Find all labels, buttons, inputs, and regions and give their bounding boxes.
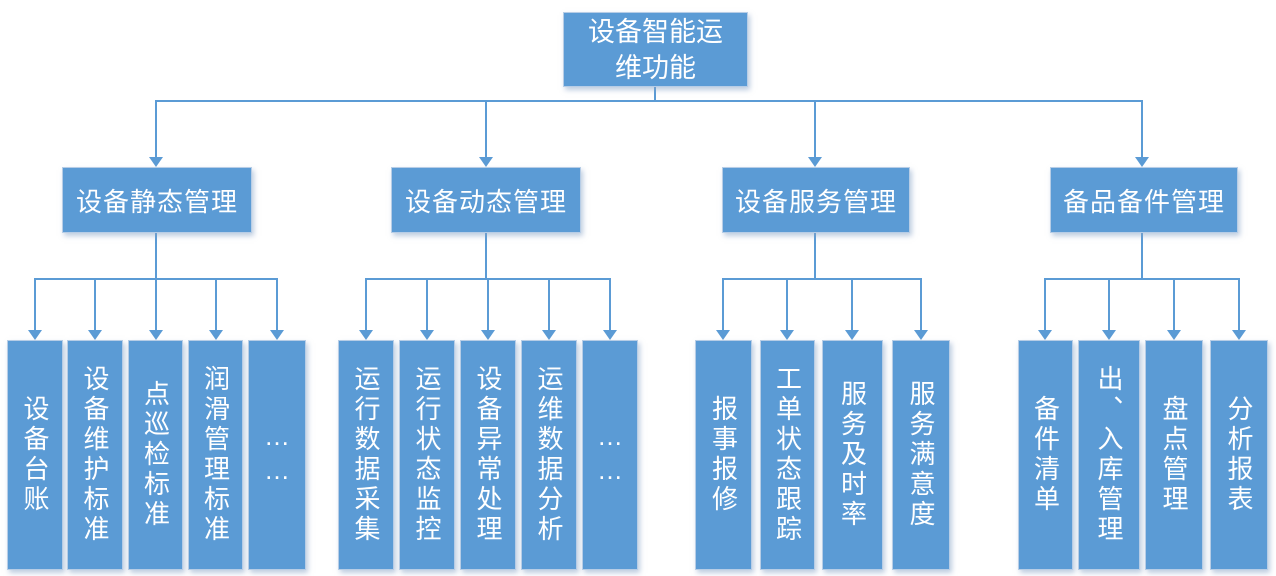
arrow-down-icon	[270, 330, 284, 340]
node-lubrication-standard: 润滑管理标准	[188, 340, 243, 570]
arrow-down-icon	[481, 330, 495, 340]
connector-g2-drop-3	[920, 278, 922, 330]
node-inspection-standard: 点巡检标准	[128, 340, 183, 570]
connector-top-drop-1	[485, 100, 487, 157]
node-work-order-tracking: 工单状态跟踪	[760, 340, 815, 570]
connector-top-drop-2	[814, 100, 816, 157]
connector-g2-stem	[814, 233, 816, 278]
arrow-down-icon	[420, 330, 434, 340]
node-service-satisfaction: 服务满意度	[892, 340, 950, 570]
connector-g3-drop-1	[1108, 278, 1110, 330]
connector-g0-drop-3	[215, 278, 217, 330]
node-equipment-service-management: 设备服务管理	[722, 167, 910, 233]
connector-g1-stem	[485, 233, 487, 278]
connector-g3-stem	[1141, 233, 1143, 278]
connector-g0-drop-0	[34, 278, 36, 330]
arrow-down-icon	[808, 157, 822, 167]
arrow-down-icon	[359, 330, 373, 340]
connector-g2-drop-1	[786, 278, 788, 330]
arrow-down-icon	[1038, 330, 1052, 340]
arrow-down-icon	[914, 330, 928, 340]
node-analysis-report: 分析报表	[1210, 340, 1268, 570]
connector-g2-drop-0	[722, 278, 724, 330]
node-incident-repair-report: 报事报修	[695, 340, 752, 570]
node-operating-status-monitoring: 运行状态监控	[399, 340, 455, 570]
connector-g3-drop-2	[1173, 278, 1175, 330]
node-stocktaking-management: 盘点管理	[1145, 340, 1203, 570]
arrow-down-icon	[1167, 330, 1181, 340]
connector-top-bus	[155, 100, 1143, 102]
arrow-down-icon	[209, 330, 223, 340]
connector-g0-drop-1	[94, 278, 96, 330]
node-spare-parts-list: 备件清单	[1018, 340, 1073, 570]
connector-g1-drop-3	[548, 278, 550, 330]
arrow-down-icon	[149, 330, 163, 340]
arrow-down-icon	[542, 330, 556, 340]
connector-g3-drop-0	[1044, 278, 1046, 330]
arrow-down-icon	[1102, 330, 1116, 340]
connector-g1-drop-4	[609, 278, 611, 330]
arrow-down-icon	[479, 157, 493, 167]
node-static-more-ellipsis: ……	[248, 340, 306, 570]
node-dynamic-more-ellipsis: ……	[582, 340, 638, 570]
arrow-down-icon	[845, 330, 859, 340]
connector-root-stem	[654, 87, 656, 101]
connector-g2-bus	[723, 278, 921, 280]
arrow-down-icon	[1135, 157, 1149, 167]
node-intelligent-om-functions: 设备智能运 维功能	[563, 12, 748, 87]
node-in-out-warehouse-management: 出、入库管理	[1078, 340, 1140, 570]
node-maintenance-standard: 设备维护标准	[67, 340, 123, 570]
connector-g1-drop-2	[487, 278, 489, 330]
connector-top-drop-0	[155, 100, 157, 157]
connector-g0-drop-2	[155, 278, 157, 330]
arrow-down-icon	[88, 330, 102, 340]
node-equipment-exception-handling: 设备异常处理	[460, 340, 516, 570]
node-om-data-analysis: 运维数据分析	[521, 340, 577, 570]
root-label-line-2: 维功能	[615, 52, 696, 83]
connector-g1-drop-0	[365, 278, 367, 330]
connector-g3-bus	[1045, 278, 1239, 280]
node-equipment-ledger: 设备台账	[7, 340, 63, 570]
connector-g3-drop-3	[1238, 278, 1240, 330]
arrow-down-icon	[603, 330, 617, 340]
node-operating-data-collection: 运行数据采集	[338, 340, 394, 570]
node-dynamic-equipment-management: 设备动态管理	[391, 167, 581, 233]
root-label-line-1: 设备智能运	[588, 16, 723, 47]
node-service-timeliness: 服务及时率	[822, 340, 883, 570]
connector-g0-drop-4	[276, 278, 278, 330]
node-spare-parts-management: 备品备件管理	[1050, 167, 1238, 233]
connector-g2-drop-2	[851, 278, 853, 330]
arrow-down-icon	[149, 157, 163, 167]
connector-g1-drop-1	[426, 278, 428, 330]
arrow-down-icon	[716, 330, 730, 340]
arrow-down-icon	[1232, 330, 1246, 340]
connector-g0-stem	[155, 233, 157, 278]
connector-top-drop-3	[1141, 100, 1143, 157]
node-static-equipment-management: 设备静态管理	[62, 167, 252, 233]
arrow-down-icon	[28, 330, 42, 340]
arrow-down-icon	[780, 330, 794, 340]
